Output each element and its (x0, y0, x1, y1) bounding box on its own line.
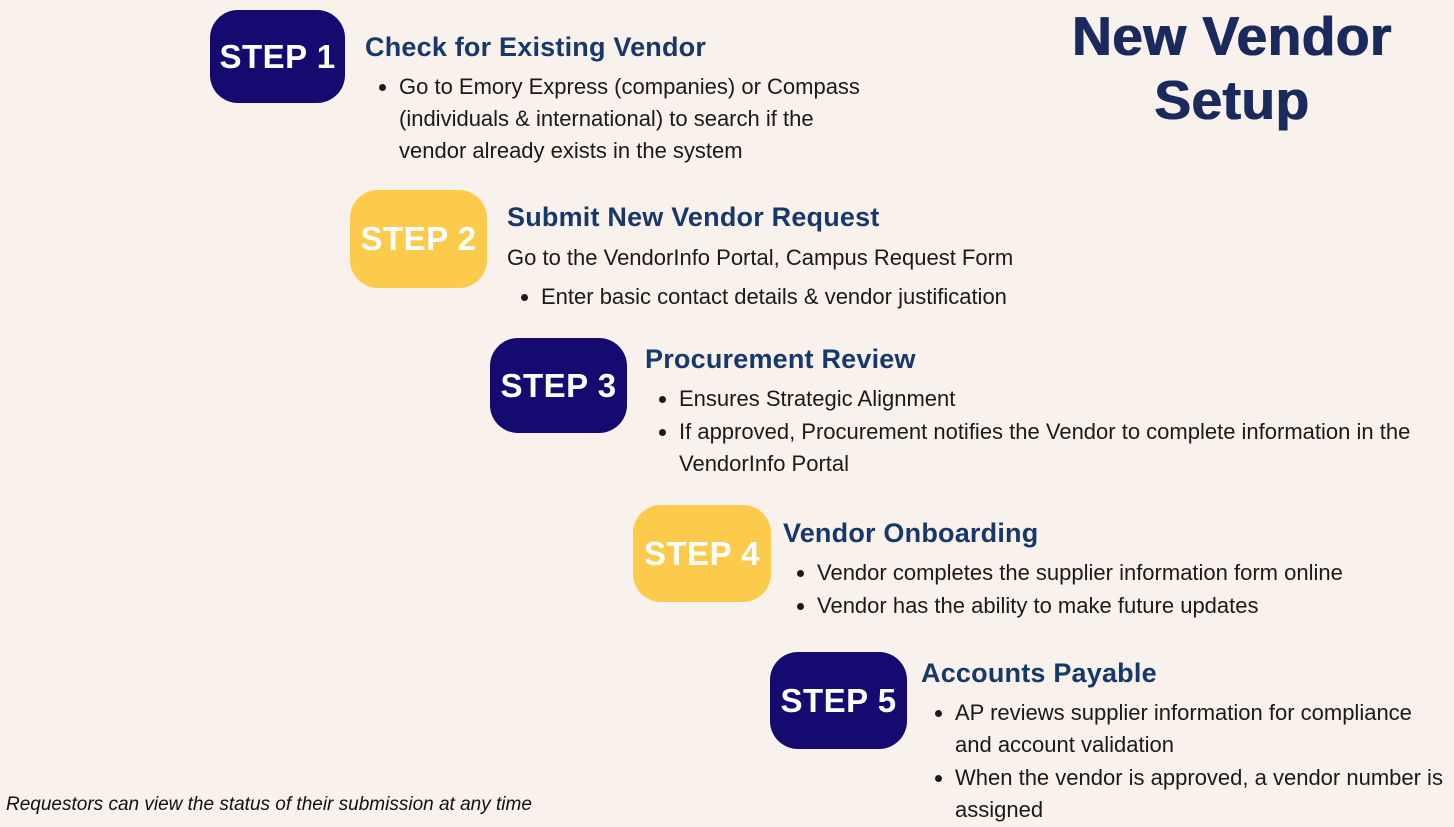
step-1-content: Check for Existing Vendor Go to Emory Ex… (365, 32, 885, 168)
page-title: New Vendor Setup (1072, 5, 1392, 131)
step-4-content: Vendor Onboarding Vendor completes the s… (783, 518, 1448, 623)
step-3-badge: STEP 3 (490, 338, 627, 433)
bullet-item: If approved, Procurement notifies the Ve… (679, 416, 1425, 480)
step-1-badge: STEP 1 (210, 10, 345, 103)
step-4-bullets: Vendor completes the supplier informatio… (783, 557, 1448, 622)
step-2-bullets: Enter basic contact details & vendor jus… (507, 281, 1082, 313)
status-footnote: Requestors can view the status of their … (6, 794, 532, 815)
step-3-content: Procurement Review Ensures Strategic Ali… (645, 344, 1425, 481)
bullet-item: Vendor completes the supplier informatio… (817, 557, 1448, 589)
step-4-badge-label: STEP 4 (643, 534, 761, 572)
bullet-item: When the vendor is approved, a vendor nu… (955, 762, 1448, 826)
step-3-badge-label: STEP 3 (500, 366, 617, 404)
step-2-content: Submit New Vendor Request Go to the Vend… (507, 202, 1082, 314)
bullet-item: Ensures Strategic Alignment (679, 383, 1425, 415)
bullet-item: Go to Emory Express (companies) or Compa… (399, 71, 885, 167)
bullet-item: Vendor has the ability to make future up… (817, 590, 1448, 622)
step-3-heading: Procurement Review (645, 344, 916, 374)
step-1-bullets: Go to Emory Express (companies) or Compa… (365, 71, 885, 167)
step-5-badge: STEP 5 (770, 652, 907, 749)
step-3-bullets: Ensures Strategic Alignment If approved,… (645, 383, 1425, 480)
step-1-heading: Check for Existing Vendor (365, 32, 707, 62)
step-2-badge-label: STEP 2 (360, 220, 477, 257)
step-4-heading: Vendor Onboarding (783, 518, 1039, 548)
step-5-content: Accounts Payable AP reviews supplier inf… (921, 658, 1448, 827)
step-2-heading: Submit New Vendor Request (507, 202, 880, 232)
step-4-badge: STEP 4 (633, 505, 771, 602)
step-5-bullets: AP reviews supplier information for comp… (921, 697, 1448, 826)
bullet-item: Enter basic contact details & vendor jus… (541, 281, 1082, 313)
step-2-badge: STEP 2 (350, 190, 487, 288)
step-1-badge-label: STEP 1 (219, 37, 336, 75)
step-5-badge-label: STEP 5 (780, 681, 897, 719)
step-5-heading: Accounts Payable (921, 658, 1157, 688)
bullet-item: AP reviews supplier information for comp… (955, 697, 1448, 761)
step-2-intro: Go to the VendorInfo Portal, Campus Requ… (507, 245, 1014, 270)
